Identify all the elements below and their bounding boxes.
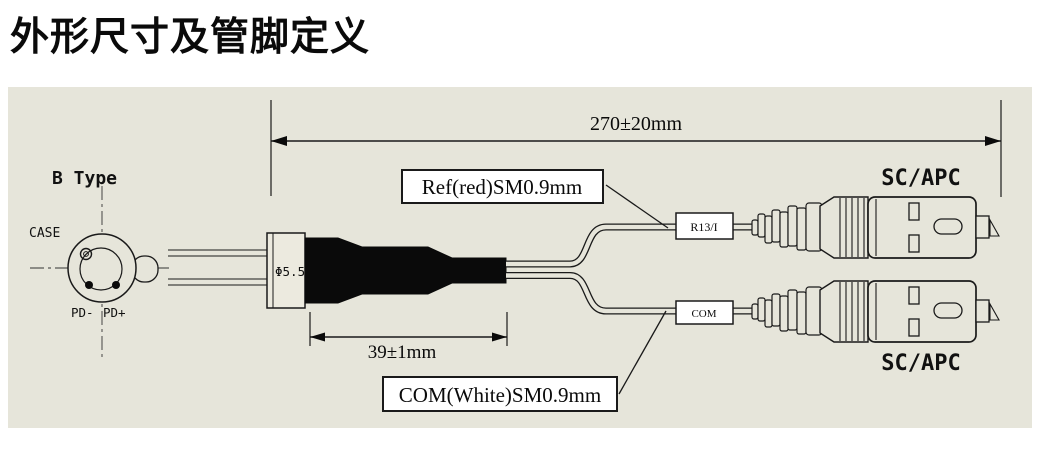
arrowhead-left	[271, 136, 287, 146]
key-pin-inner	[83, 251, 89, 257]
to-can-end-view	[30, 186, 170, 360]
case-inner-circle	[79, 247, 123, 291]
key-pin-circle	[79, 247, 93, 261]
ref-wire-tag-text: R13/I	[690, 220, 717, 234]
com-callout-text: COM(White)SM0.9mm	[399, 383, 601, 407]
com-wire-tag-box	[675, 300, 734, 325]
overall-dimension: 270±20mm	[270, 100, 1002, 197]
page-title: 外形尺寸及管脚定义	[10, 16, 371, 59]
ref-callout-box	[401, 169, 604, 204]
com-callout-box	[382, 376, 618, 412]
component-leads	[168, 249, 268, 286]
boot-dimension-text: 39±1mm	[368, 342, 437, 363]
fiber-cables	[506, 223, 754, 315]
pin-pd-positive	[112, 281, 120, 289]
boot-arrowhead-left	[310, 332, 325, 342]
ref-leader-line	[605, 184, 669, 229]
case-outline	[67, 233, 137, 303]
arrowhead-right	[985, 136, 1001, 146]
ref-wire-tag-box	[675, 212, 734, 240]
sc-apc-label-bottom: SC/APC	[881, 351, 960, 376]
type-label: B Type	[52, 168, 117, 189]
boot-dimension: 39±1mm	[309, 312, 508, 363]
rubber-boot	[304, 237, 507, 304]
overall-dimension-text: 270±20mm	[590, 113, 683, 135]
pin-pd-negative	[85, 281, 93, 289]
com-leader-line	[618, 310, 667, 395]
case-label: CASE	[29, 226, 60, 241]
sc-apc-label-top: SC/APC	[881, 166, 960, 191]
boot-arrowhead-right	[492, 332, 507, 342]
ref-callout-text: Ref(red)SM0.9mm	[422, 175, 582, 199]
pin-negative-label: PD-	[71, 305, 94, 320]
diameter-label: Φ5.5	[275, 264, 305, 279]
pin-positive-label: PD+	[103, 305, 126, 320]
com-wire-tag-text: COM	[691, 308, 716, 320]
